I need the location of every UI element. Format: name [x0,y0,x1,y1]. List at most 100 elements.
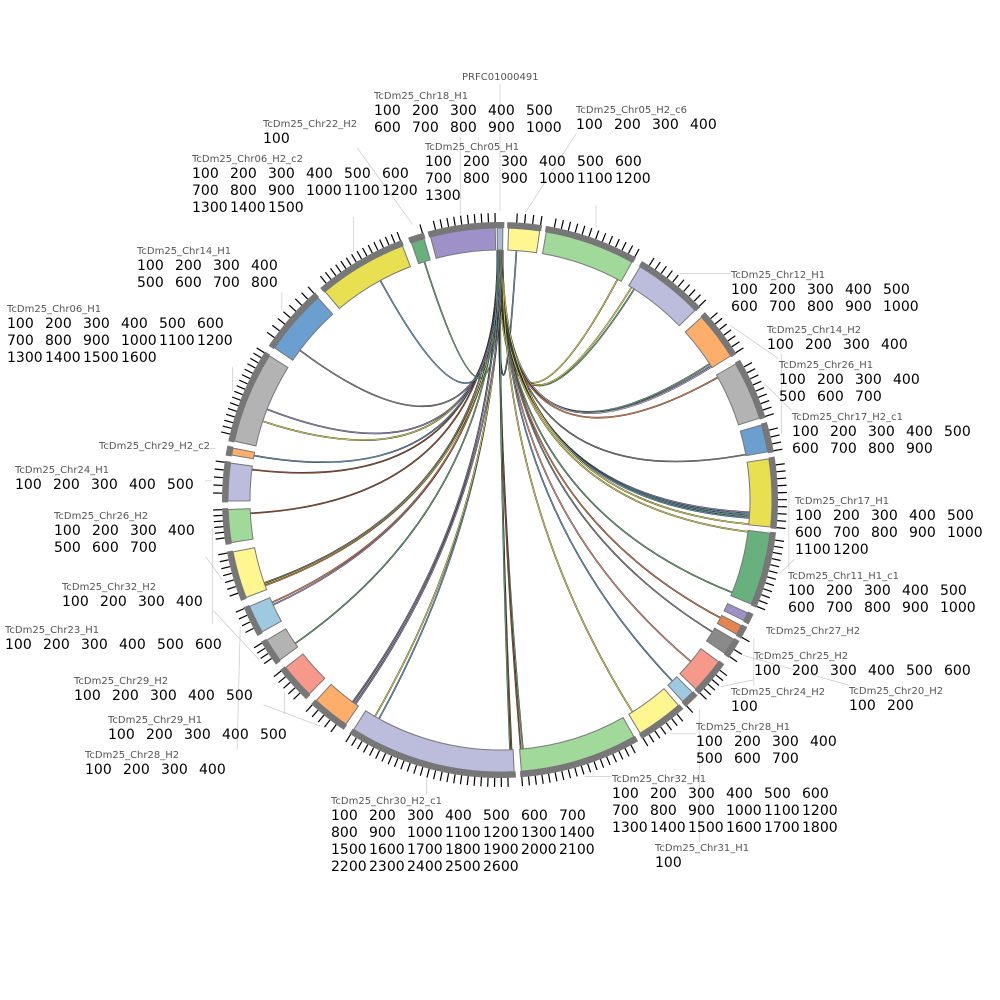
segment [628,687,684,747]
tick-mark [400,760,405,770]
tick-mark [213,520,223,523]
tick-mark [288,304,297,312]
segment-block [667,676,694,703]
tick-label: 600 [92,540,119,556]
tick-mark [581,225,586,235]
tick-label: 900 [83,333,110,349]
segment-label: TcDm25_Chr32_H1 [612,774,707,785]
segment-block [628,687,680,734]
tick-label: 700 [7,333,34,349]
tick-mark [516,213,518,223]
tick-mark [283,681,291,689]
tick-mark [324,719,331,728]
tick-label: 1100 [344,183,380,199]
tick-mark [755,387,765,392]
tick-label: 400 [845,282,872,298]
tick-mark [770,564,780,568]
tick-label: 700 [830,441,857,457]
tick-label: 1100 [764,803,800,819]
segment-block [324,245,412,310]
segment-block [716,614,742,636]
segment [213,460,253,503]
segment-scale-strip [427,222,497,238]
tick-mark [335,264,342,273]
tick-mark [574,767,578,777]
tick-label: 400 [909,508,936,524]
segment-label: TcDm25_Chr25_H2 [754,651,849,662]
tick-mark [762,406,772,411]
tick-mark [634,248,640,258]
tick-label: 300 [161,762,188,778]
tick-mark [624,748,630,757]
segment-block [507,227,541,254]
tick-label: 500 [577,154,604,170]
tick-label: 700 [772,751,799,767]
segment-block [746,458,773,528]
segment [684,312,744,369]
segment [507,213,543,254]
tick-label: 500 [226,688,253,704]
tick-label: 900 [906,441,933,457]
tick-label: 400 [906,424,933,440]
tick-mark [253,352,262,359]
tick-mark [345,734,352,743]
tick-label: 400 [251,258,278,274]
segment-block [519,716,635,772]
tick-label: 900 [688,803,715,819]
tick-label: 400 [129,477,156,493]
segment-block [723,603,749,622]
tick-mark [426,768,430,778]
tick-mark [324,271,332,280]
tick-label: 800 [650,803,677,819]
tick-label: 100 [795,508,822,524]
tick-label: 200 [887,698,914,714]
tick-mark [234,390,243,396]
tick-label: 600 [788,600,815,616]
segment-scale-strip [225,445,234,457]
tick-label: 100 [62,594,89,610]
tick-mark [219,559,229,563]
tick-mark [278,676,286,684]
tick-label: 300 [843,337,870,353]
segment-label: TcDm25_Chr32_H2 [62,582,157,593]
segment-block [628,266,696,327]
tick-label: 1200 [615,171,651,187]
label-leader-line [213,610,260,660]
tick-label: 900 [501,171,528,187]
tick-label: 1500 [331,842,367,858]
tick-mark [387,755,393,765]
tick-label: 500 [54,540,81,556]
link [497,250,733,593]
tick-mark [524,214,527,224]
tick-mark [765,582,775,587]
label-leader-line [205,556,223,580]
tick-label: 200 [43,637,70,653]
tick-mark [665,722,673,731]
tick-label: 1000 [526,120,562,136]
tick-mark [222,425,232,429]
tick-label: 600 [195,637,222,653]
tick-label: 700 [192,183,219,199]
tick-mark [615,238,620,248]
tick-label: 200 [45,316,72,332]
tick-mark [241,621,251,627]
segment [667,676,698,714]
tick-label: 200 [805,337,832,353]
tick-mark [746,368,756,374]
segment [221,347,289,447]
label-leader-line [764,383,792,411]
tick-mark [764,413,774,417]
tick-label: 200 [53,477,80,493]
tick-mark [453,216,456,226]
tick-mark [446,217,450,227]
tick-label: 800 [807,299,834,315]
link [497,250,522,750]
segment-block [315,683,360,725]
segment-scale-strip [544,225,637,263]
tick-label: 200 [112,688,139,704]
